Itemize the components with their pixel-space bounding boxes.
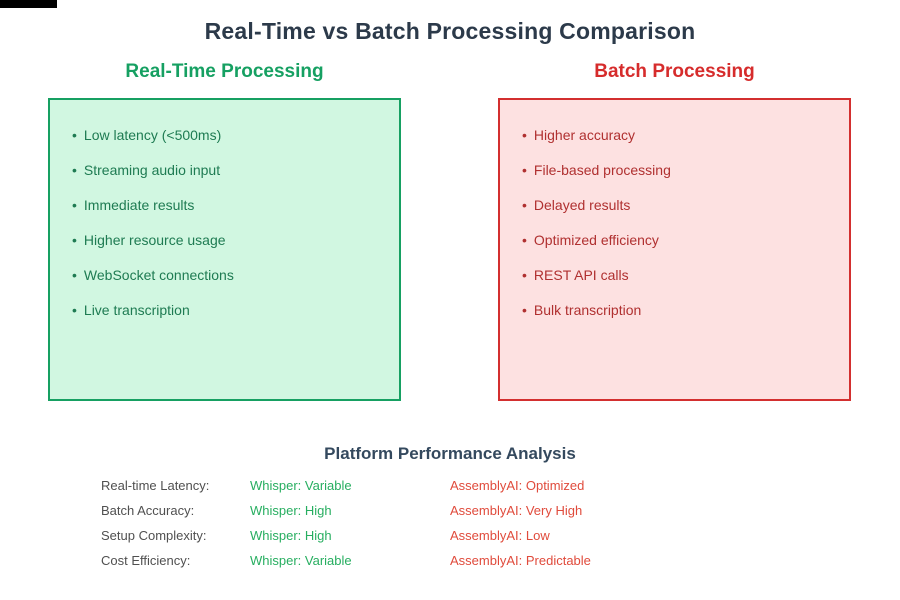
bullet-icon: • [72,196,77,213]
metric-label: Cost Efficiency: [101,553,191,568]
realtime-panel: • Low latency (<500ms) • Streaming audio i… [48,98,401,401]
realtime-feature: WebSocket connections [83,266,234,283]
metric-label: Real-time Latency: [101,478,210,493]
list-item: • Higher resource usage [72,222,389,257]
table-row: Batch Accuracy: Whisper: High AssemblyAI… [101,498,591,523]
screenshot-artifact-bar [0,0,57,8]
list-item: • File-based processing [522,152,839,187]
realtime-feature: Streaming audio input [83,161,221,178]
realtime-feature-list: • Low latency (<500ms) • Streaming audio i… [50,100,399,327]
whisper-value: Whisper: Variable [250,478,352,493]
list-item: • Streaming audio input [72,152,389,187]
assemblyai-value: AssemblyAI: Low [450,528,550,543]
assemblyai-value: AssemblyAI: Predictable [450,553,591,568]
bullet-icon: • [522,301,527,318]
table-row: Setup Complexity: Whisper: High Assembly… [101,523,591,548]
list-item: • REST API calls [522,257,839,292]
bullet-icon: • [72,301,77,318]
realtime-feature: Immediate results [83,196,195,213]
realtime-feature: Low latency (<500ms) [83,126,222,143]
batch-feature: Optimized efficiency [533,231,659,248]
bullet-icon: • [72,126,77,143]
batch-feature: File-based processing [533,161,671,178]
list-item: • WebSocket connections [72,257,389,292]
batch-feature-list: •Higher accuracy •File-based processing … [500,100,849,327]
list-item: • Immediate results [72,187,389,222]
list-item: • Higher accuracy [522,117,839,152]
bullet-icon: • [72,266,77,283]
batch-feature: Higher accuracy [533,126,636,143]
list-item: • Live transcription [72,292,389,327]
realtime-feature: Live transcription [83,301,190,318]
metric-label: Batch Accuracy: [101,503,195,518]
batch-section-heading: Batch Processing [594,61,755,82]
bullet-icon: • [522,161,527,178]
bullet-icon: • [522,231,527,248]
bullet-icon: • [72,161,77,178]
analysis-title: Platform Performance Analysis [324,444,576,463]
metric-label: Setup Complexity: [101,528,207,543]
list-item: • Optimized efficiency [522,222,839,257]
whisper-value: Whisper: High [250,503,332,518]
assemblyai-value: AssemblyAI: Optimized [450,478,585,493]
realtime-section-heading: Real-Time Processing [125,61,324,82]
batch-feature: Bulk transcription [533,301,642,318]
whisper-value: Whisper: High [250,528,332,543]
bullet-icon: • [72,231,77,248]
whisper-value: Whisper: Variable [250,553,352,568]
list-item: • Low latency (<500ms) [72,117,389,152]
table-row: Cost Efficiency: Whisper: Variable Assem… [101,548,591,573]
assemblyai-value: AssemblyAI: Very High [450,503,583,518]
list-item: • Bulk transcription [522,292,839,327]
bullet-icon: • [522,266,527,283]
realtime-feature: Higher resource usage [83,231,226,248]
list-item: • Delayed results [522,187,839,222]
batch-feature: Delayed results [533,196,631,213]
table-row: Real-time Latency: Whisper: Variable Ass… [101,473,591,498]
bullet-icon: • [522,126,527,143]
batch-panel: •Higher accuracy •File-based processing … [498,98,851,401]
batch-feature: REST API calls [533,266,629,283]
page-title: Real-Time vs Batch Processing Comparison [204,18,696,44]
bullet-icon: • [522,196,527,213]
analysis-table: Real-time Latency: Whisper: Variable Ass… [101,473,591,573]
